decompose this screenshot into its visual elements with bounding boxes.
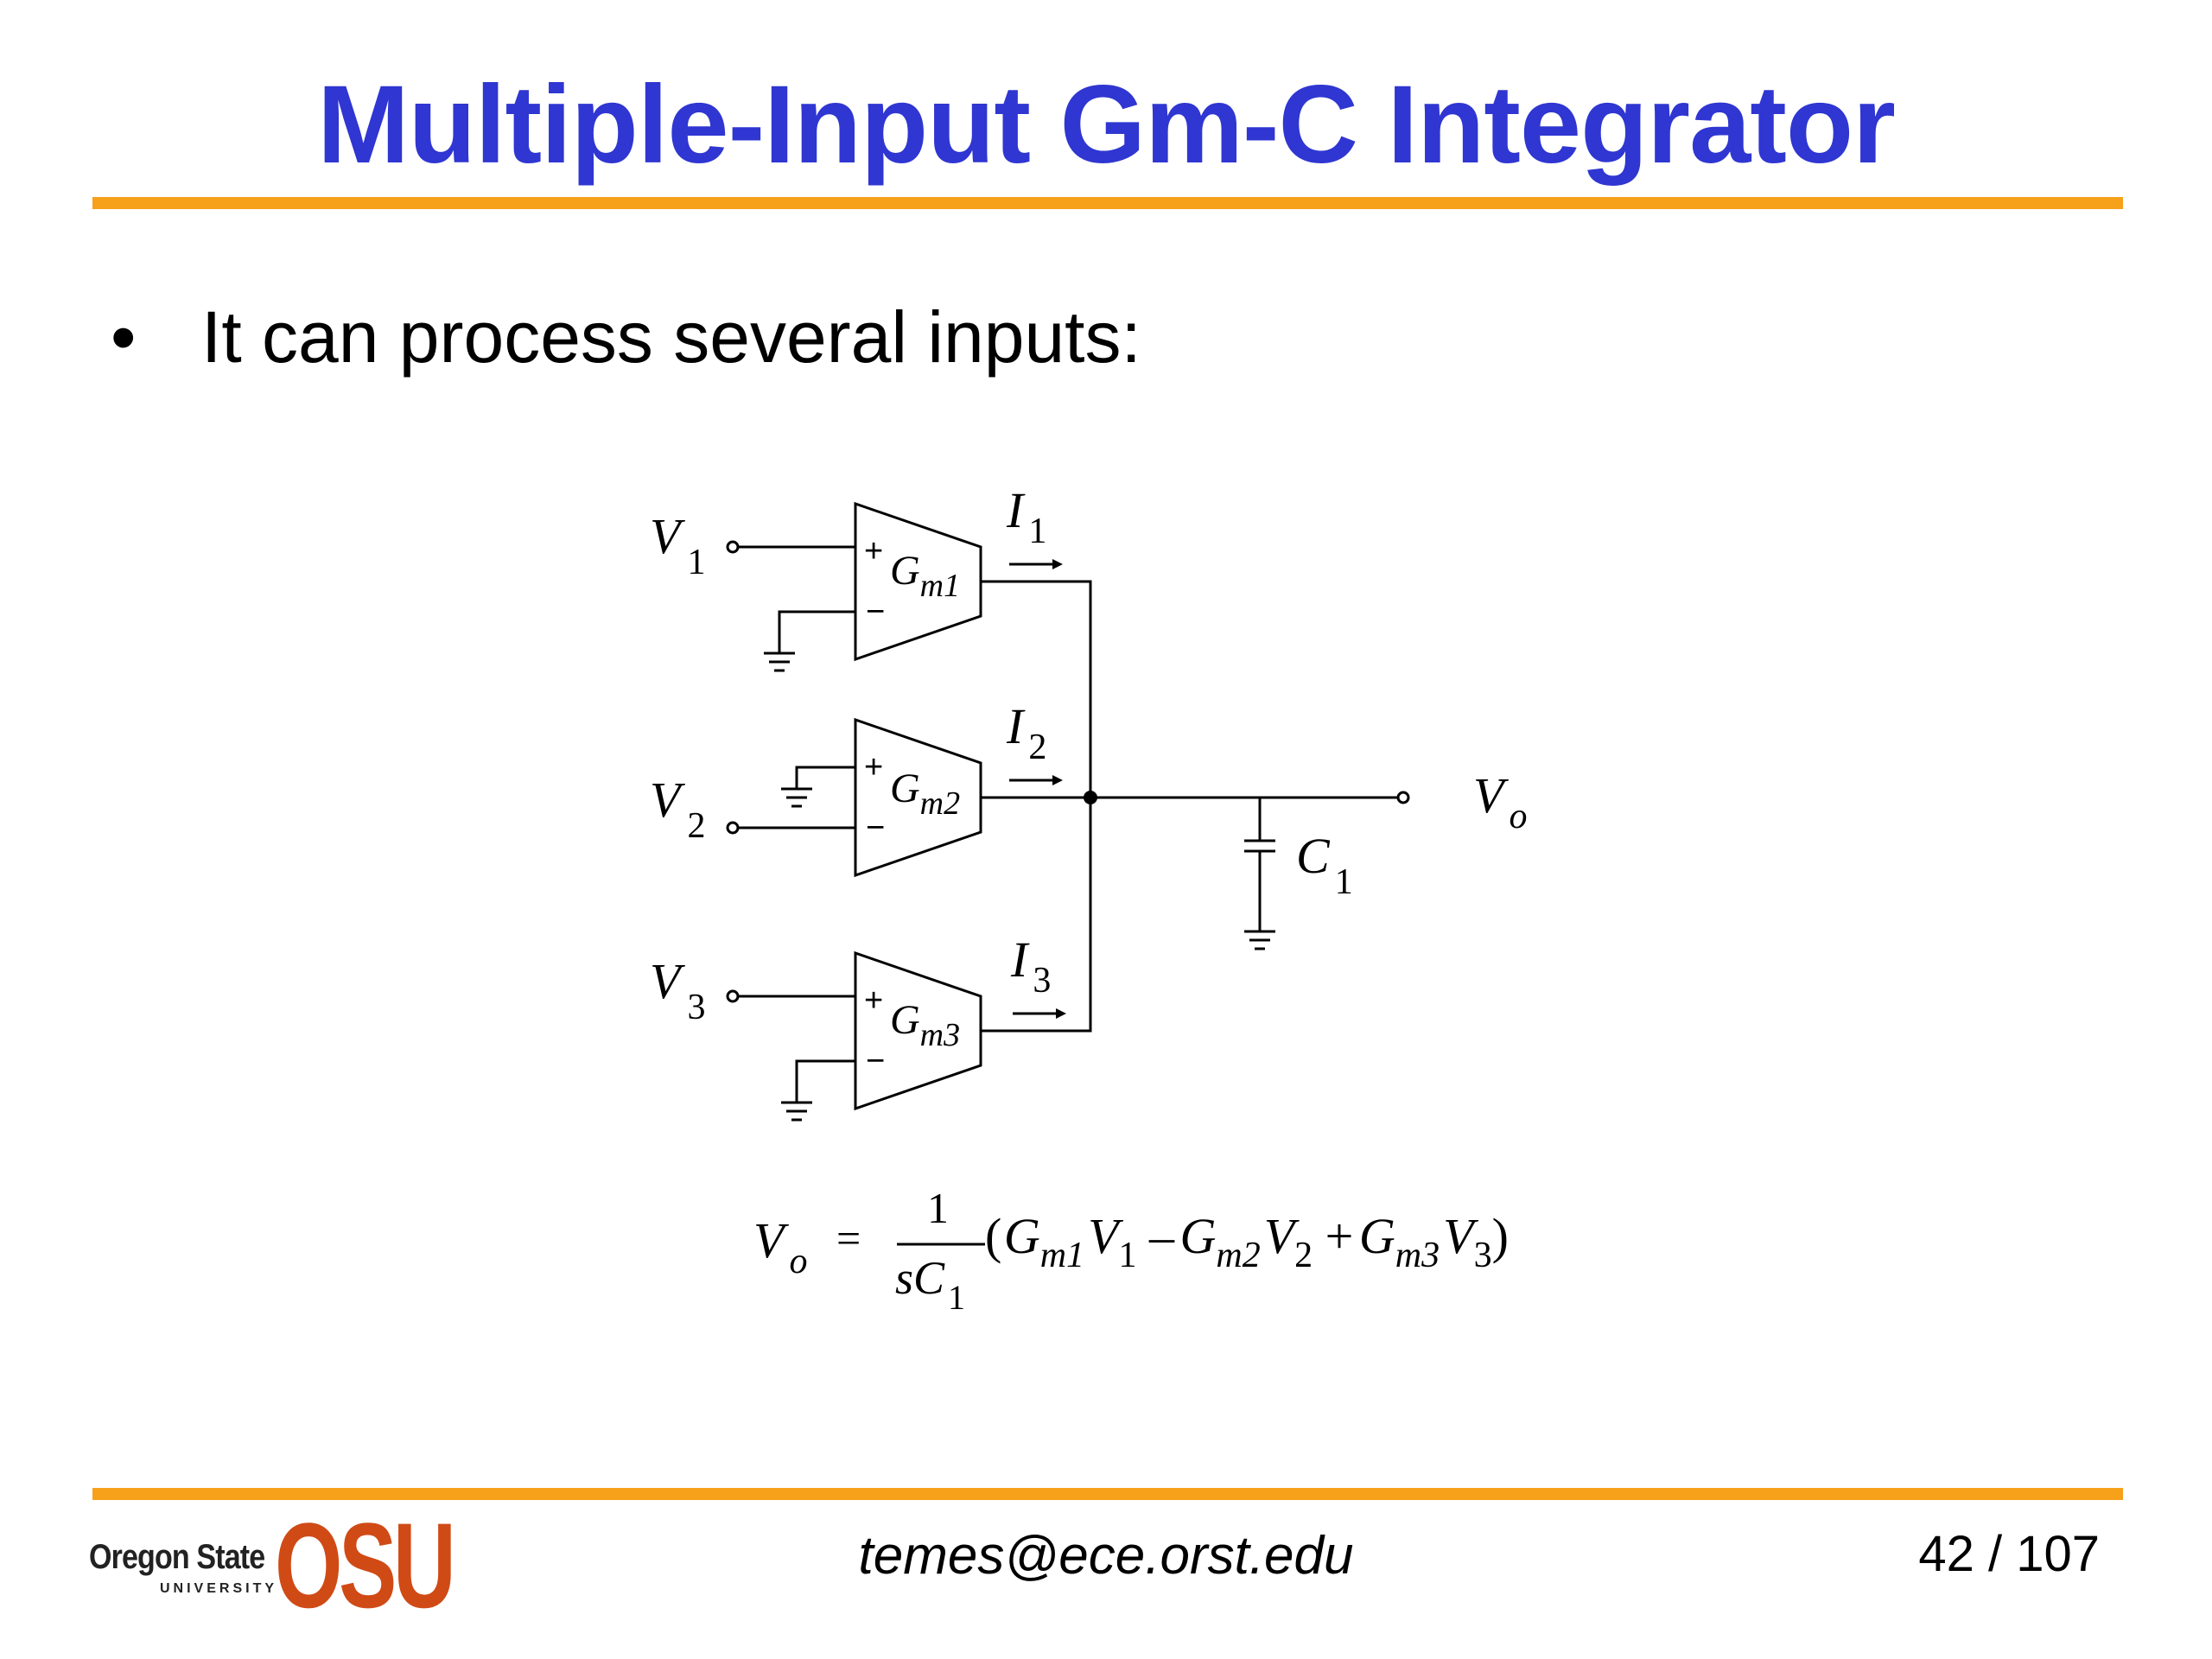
ota-3 — [854, 950, 982, 1111]
plus-sign-2: + — [864, 749, 883, 785]
terminal-v2 — [726, 821, 740, 835]
eq-terms: ( Gm1V1 – Gm2V2 + Gm3V3) — [985, 1208, 1509, 1278]
minus-sign-1: − — [866, 594, 885, 630]
logo-oregon-state: Oregon State — [89, 1538, 265, 1576]
ground-symbol-2 — [781, 787, 812, 808]
bottom-divider — [92, 1488, 2123, 1500]
page-number: 42 / 107 — [1918, 1526, 2100, 1582]
logo-university: UNIVERSITY — [160, 1581, 278, 1596]
terminal-v3 — [726, 989, 740, 1003]
ground-symbol-cap — [1244, 930, 1275, 950]
top-divider — [92, 197, 2123, 209]
junction-node — [1084, 791, 1097, 804]
plus-sign-1: + — [864, 533, 883, 569]
bullet-marker: • — [111, 296, 137, 378]
eq-numerator: 1 — [927, 1184, 949, 1232]
osu-logo: Oregon State UNIVERSITY OSU — [89, 1505, 456, 1626]
label-gm1: Gm1 — [890, 548, 960, 604]
logo-osu: OSU — [275, 1497, 456, 1633]
bullet-text: It can process several inputs: — [201, 296, 1141, 378]
minus-sign-2: − — [866, 810, 885, 846]
ground-symbol-1 — [764, 652, 795, 672]
ground-symbol-3 — [781, 1101, 812, 1122]
ota-2 — [854, 717, 982, 878]
label-gm2: Gm2 — [890, 766, 960, 822]
eq-equals: = — [836, 1214, 861, 1262]
plus-sign-3: + — [864, 982, 883, 1019]
minus-sign-3: − — [866, 1043, 885, 1079]
terminal-v1 — [726, 540, 740, 554]
label-gm3: Gm3 — [890, 997, 960, 1053]
terminal-vo — [1396, 791, 1410, 804]
ota-1 — [854, 501, 982, 662]
slide-title: Multiple-Input Gm-C Integrator — [317, 63, 1896, 187]
bullet-item: • It can process several inputs: — [111, 294, 1141, 380]
footer-email: temes@ece.orst.edu — [858, 1526, 1354, 1586]
